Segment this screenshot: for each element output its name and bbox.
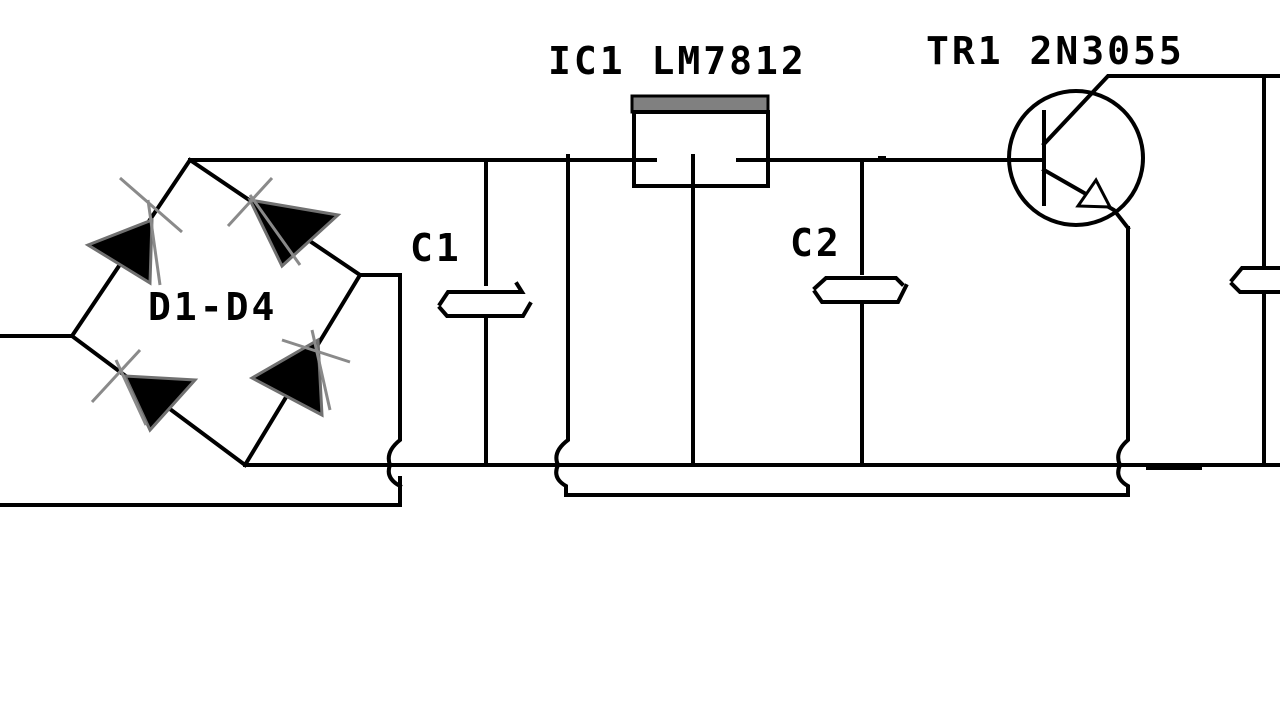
transistor-emitter [1041,167,1131,231]
rails [0,154,1280,507]
diode-d4 [248,329,351,418]
diodes-label: D1-D4 [148,285,277,329]
transistor-collector [1041,74,1280,147]
regulator-tab [630,94,770,114]
bridge-rectifier: D1-D4 [0,157,363,468]
ac-input-wire-bottom [0,476,402,507]
diode-d3 [90,348,199,433]
regulator-body [632,110,770,188]
output-capacitor [1229,74,1280,467]
capacitor-c1: C1 [410,158,533,467]
tr1-label: TR1 2N3055 [926,29,1185,73]
transistor-tr1: TR1 2N3055 [926,29,1280,231]
emitter-arrow [1075,177,1113,209]
return-wire [554,154,1130,497]
capacitor-c2: C2 [790,156,909,467]
diode-d2 [226,176,342,269]
ic1-label: IC1 LM7812 [548,39,807,83]
diode-d1 [84,176,183,286]
c1-label: C1 [410,226,462,270]
wire-crossover-right [1116,226,1130,497]
wire-crossover-left [358,273,403,489]
c2-label: C2 [790,221,842,265]
regulator-ic1: IC1 LM7812 [548,39,807,467]
